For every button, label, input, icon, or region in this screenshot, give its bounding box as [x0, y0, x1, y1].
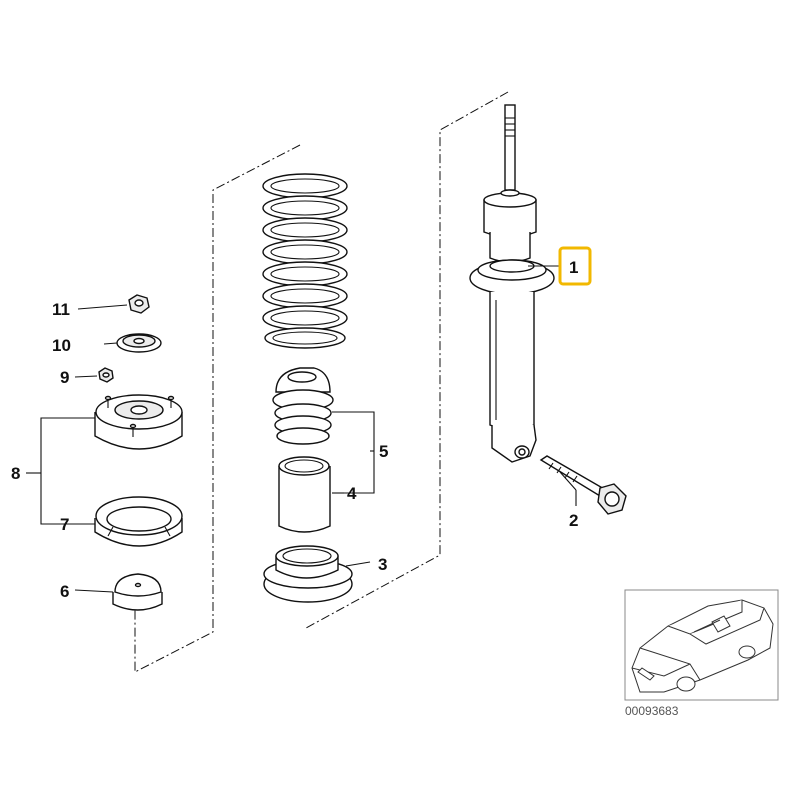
bump-stop[interactable]	[272, 367, 334, 445]
support-bearing-upper[interactable]	[94, 394, 183, 450]
washer[interactable]	[116, 333, 162, 353]
highlight-box	[558, 246, 592, 286]
callout-labels: 1 2 3 4 5 6 7 8 9 10 11	[11, 258, 578, 601]
vehicle-thumbnail	[624, 589, 779, 701]
callout-6[interactable]: 6	[60, 582, 69, 601]
assembly-guide-lines	[134, 91, 509, 673]
callout-9[interactable]: 9	[60, 368, 69, 387]
dust-cap[interactable]	[112, 573, 163, 611]
callout-4[interactable]: 4	[347, 484, 357, 503]
collar-nut[interactable]	[98, 367, 114, 383]
callout-2[interactable]: 2	[569, 511, 578, 530]
callout-3[interactable]: 3	[378, 555, 387, 574]
callout-7[interactable]: 7	[60, 515, 69, 534]
callout-1[interactable]: 1	[569, 258, 578, 277]
coil-spring[interactable]	[262, 173, 348, 349]
reference-number: 00093683	[625, 704, 679, 718]
hex-nut[interactable]	[128, 294, 150, 314]
shock-absorber[interactable]	[469, 104, 555, 463]
car-icon	[631, 599, 774, 693]
hex-bolt[interactable]	[539, 455, 627, 515]
callout-5[interactable]: 5	[379, 442, 388, 461]
support-bearing-lower[interactable]	[94, 496, 183, 547]
callout-8[interactable]: 8	[11, 464, 20, 483]
protective-tube[interactable]	[278, 456, 331, 533]
callout-10[interactable]: 10	[52, 336, 71, 355]
callout-11[interactable]: 11	[52, 300, 70, 319]
leader-lines	[26, 265, 577, 593]
lower-spring-pad[interactable]	[263, 545, 353, 603]
